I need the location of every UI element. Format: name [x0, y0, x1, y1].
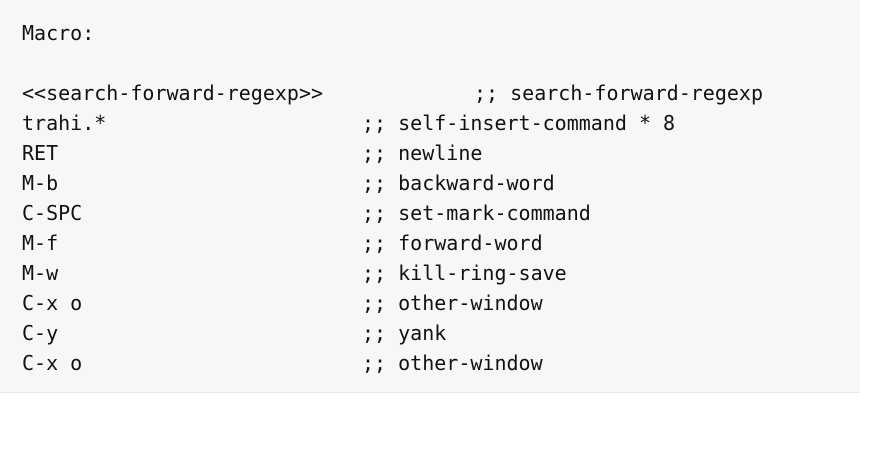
- macro-heading: Macro:: [22, 21, 95, 45]
- macro-line: C-x o ;; other-window: [22, 348, 543, 378]
- macro-line: M-w ;; kill-ring-save: [22, 258, 567, 288]
- macro-key: M-b: [22, 171, 59, 195]
- macro-comment: ;; search-forward-regexp: [474, 81, 763, 105]
- macro-line: C-SPC ;; set-mark-command: [22, 198, 591, 228]
- macro-line: M-f ;; forward-word: [22, 228, 543, 258]
- macro-line: RET ;; newline: [22, 138, 482, 168]
- macro-comment: ;; other-window: [362, 351, 543, 375]
- macro-comment: ;; newline: [362, 141, 483, 165]
- macro-line: C-x o ;; other-window: [22, 288, 543, 318]
- macro-key: <<search-forward-regexp>>: [22, 81, 324, 105]
- macro-text[interactable]: Macro: <<search-forward-regexp>> ;; sear…: [22, 18, 763, 378]
- macro-line: C-y ;; yank: [22, 318, 446, 348]
- blank-line: [22, 48, 94, 78]
- macro-key: C-x o: [22, 351, 83, 375]
- macro-key: M-f: [22, 231, 59, 255]
- macro-key: RET: [22, 141, 59, 165]
- macro-comment: ;; kill-ring-save: [362, 261, 567, 285]
- editor-pane[interactable]: Macro: <<search-forward-regexp>> ;; sear…: [0, 0, 860, 393]
- macro-line: <<search-forward-regexp>> ;; search-forw…: [22, 78, 763, 108]
- macro-comment: ;; set-mark-command: [362, 201, 591, 225]
- macro-key: trahi.*: [22, 111, 107, 135]
- macro-comment: ;; yank: [362, 321, 447, 345]
- macro-comment: ;; forward-word: [362, 231, 543, 255]
- macro-key: M-w: [22, 261, 59, 285]
- macro-key: C-y: [22, 321, 59, 345]
- macro-comment: ;; other-window: [362, 291, 543, 315]
- macro-key: C-x o: [22, 291, 83, 315]
- macro-line: trahi.* ;; self-insert-command * 8: [22, 108, 675, 138]
- macro-comment: ;; self-insert-command * 8: [362, 111, 676, 135]
- macro-key: C-SPC: [22, 201, 83, 225]
- macro-comment: ;; backward-word: [362, 171, 555, 195]
- macro-line: M-b ;; backward-word: [22, 168, 555, 198]
